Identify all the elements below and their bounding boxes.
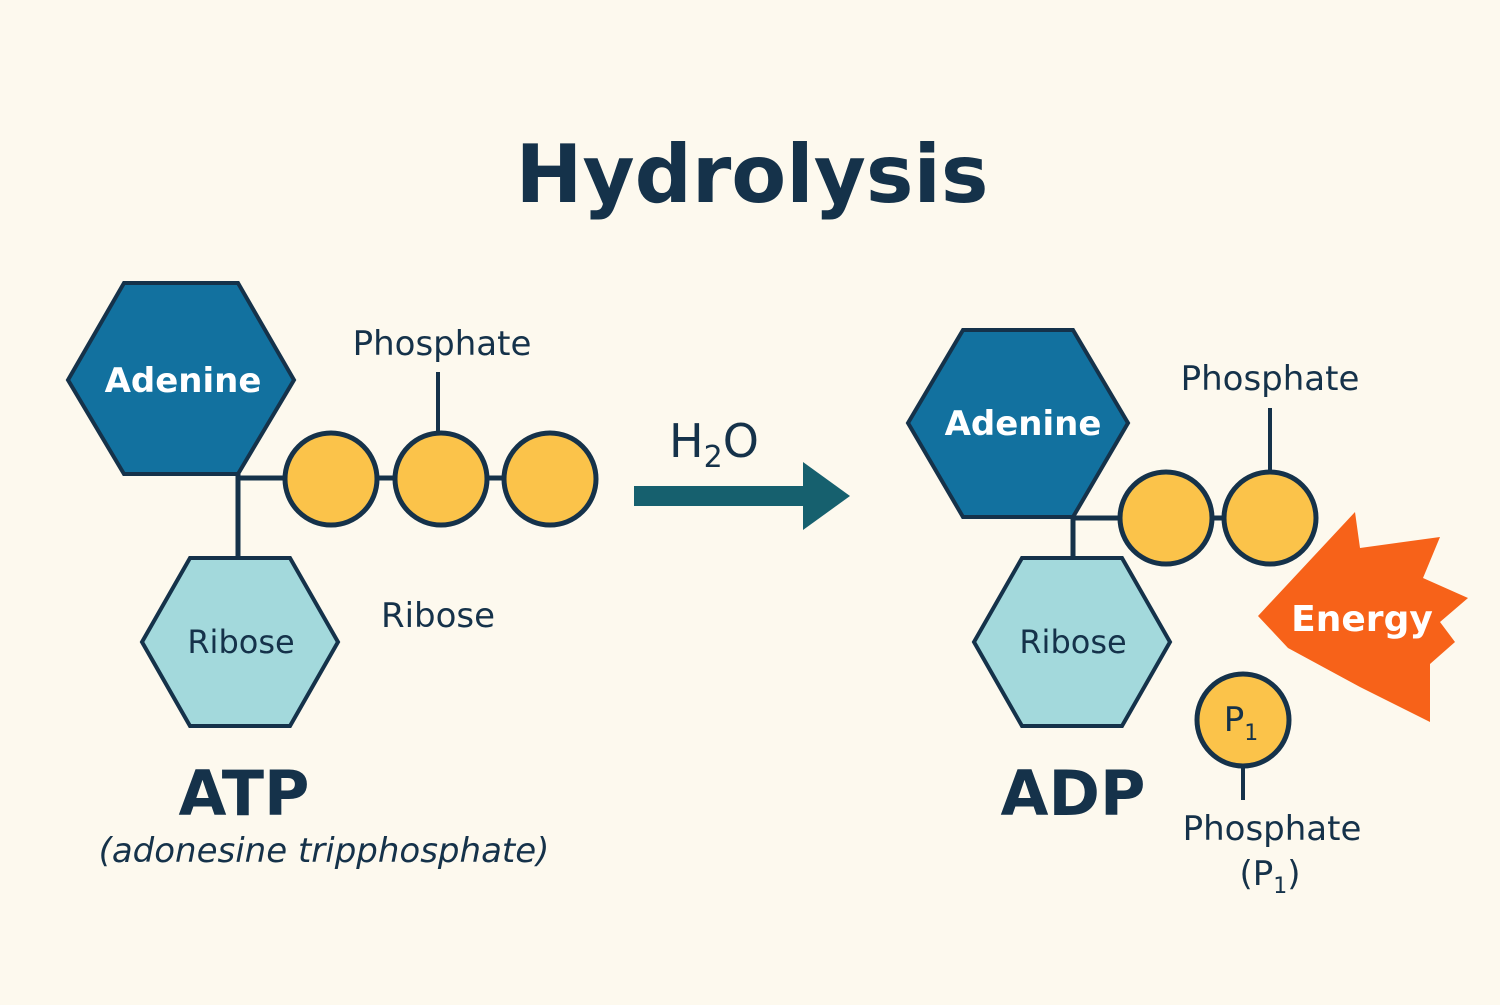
adp-phosphate-1 bbox=[1117, 469, 1215, 567]
adp-name: ADP bbox=[1001, 757, 1146, 830]
energy-label: Energy bbox=[1291, 599, 1433, 640]
atp-molecule: Adenine Ribose Phosphate Ribose ATP (ado… bbox=[65, 281, 599, 871]
energy-burst: Energy bbox=[1258, 512, 1468, 722]
adp-adenine-hexagon bbox=[905, 328, 1131, 519]
diagram-title: Hydrolysis bbox=[515, 128, 988, 221]
atp-phosphate-1 bbox=[282, 430, 380, 528]
atp-phosphate-3 bbox=[501, 430, 599, 528]
atp-subtitle: (adonesine tripphosphate) bbox=[99, 831, 550, 871]
energy-burst-shape bbox=[1258, 512, 1468, 722]
reaction-arrow-shaft bbox=[634, 486, 810, 506]
adp-phosphate-2 bbox=[1221, 469, 1319, 567]
atp-name: ATP bbox=[179, 757, 310, 830]
atp-ribose-hexagon bbox=[139, 556, 341, 728]
atp-phosphate-label: Phosphate bbox=[353, 324, 532, 364]
free-phosphate: P1 Phosphate (P1) bbox=[1183, 671, 1362, 899]
adp-ribose-hexagon bbox=[971, 556, 1173, 728]
free-phosphate-symbol: P1 bbox=[1224, 700, 1259, 746]
free-phosphate-label: Phosphate bbox=[1183, 809, 1362, 849]
reaction-arrow-group: H2O bbox=[634, 414, 850, 530]
water-reagent-label: H2O bbox=[669, 414, 759, 475]
adp-adenine-label: Adenine bbox=[945, 404, 1102, 444]
atp-phosphate-2 bbox=[392, 430, 490, 528]
atp-ribose-side-label: Ribose bbox=[381, 596, 495, 636]
atp-adenine-label: Adenine bbox=[105, 361, 262, 401]
free-phosphate-label-symbol: (P1) bbox=[1239, 854, 1300, 899]
atp-adenine-hexagon bbox=[65, 281, 297, 476]
atp-ribose-label: Ribose bbox=[187, 623, 294, 661]
adp-phosphate-label: Phosphate bbox=[1181, 359, 1360, 399]
adp-ribose-label: Ribose bbox=[1019, 623, 1126, 661]
adp-molecule: Adenine Ribose Phosphate ADP bbox=[905, 328, 1360, 830]
reaction-arrow-head bbox=[803, 462, 850, 530]
free-phosphate-circle bbox=[1194, 671, 1292, 769]
